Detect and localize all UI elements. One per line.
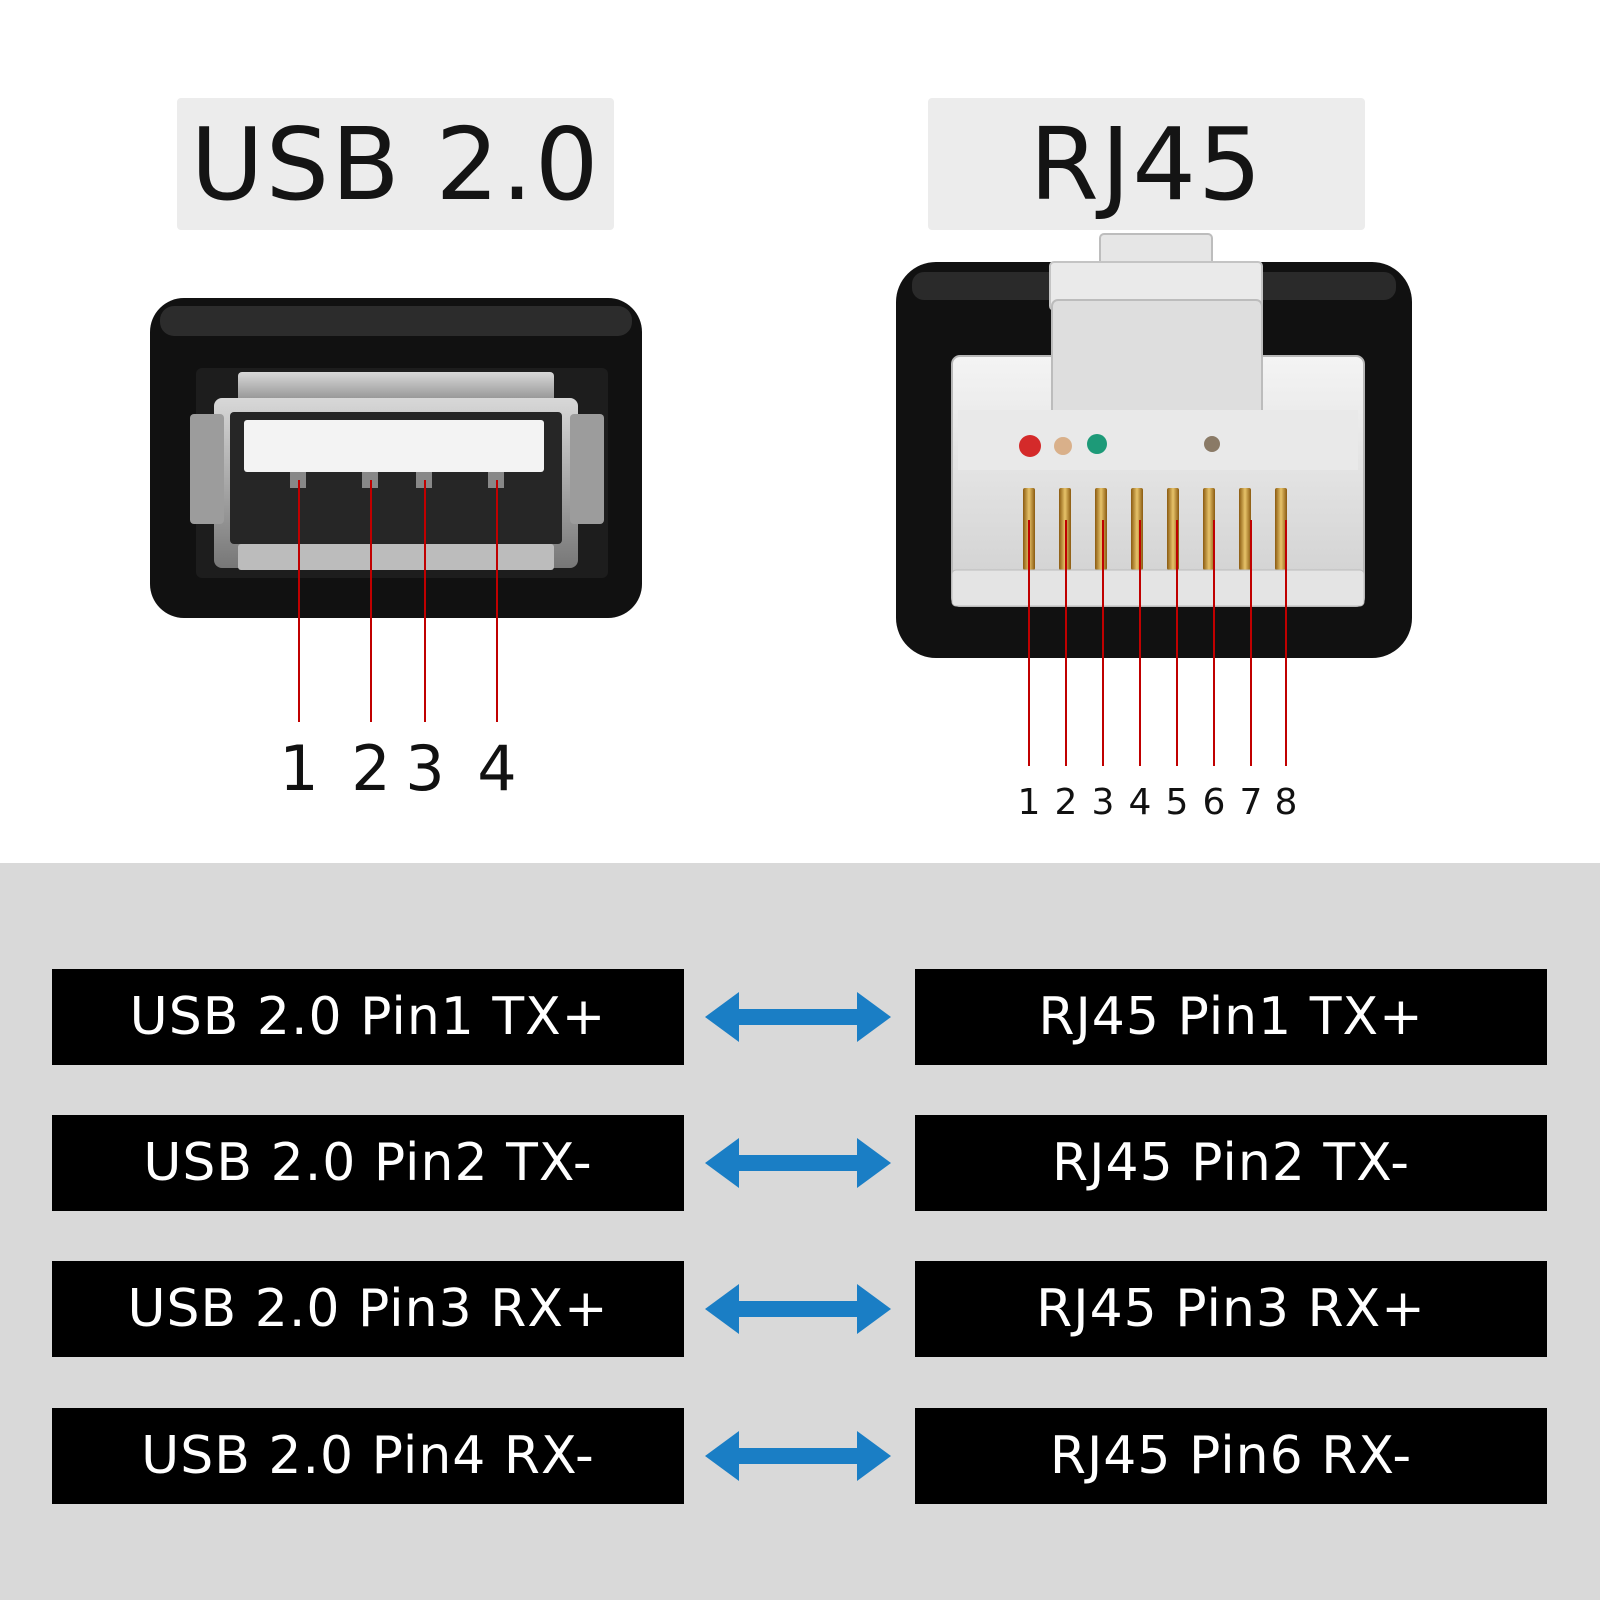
rj45-pin-number: 3 [1091,782,1115,823]
mapping-row: USB 2.0 Pin4 RX- RJ45 Pin6 RX- [0,1408,1600,1504]
usb-pin-label: USB 2.0 Pin3 RX+ [52,1261,684,1357]
pin-mapping-panel: USB 2.0 Pin1 TX+ RJ45 Pin1 TX+ USB 2.0 P… [0,863,1600,1600]
double-arrow-icon [705,1284,891,1334]
rj45-pin-label: RJ45 Pin3 RX+ [915,1261,1547,1357]
usb-port-image [150,298,642,722]
mapping-row: USB 2.0 Pin1 TX+ RJ45 Pin1 TX+ [0,969,1600,1065]
rj45-pin-label: RJ45 Pin2 TX- [915,1115,1547,1211]
usb-pin-number: 1 [279,732,319,805]
mapping-row: USB 2.0 Pin2 TX- RJ45 Pin2 TX- [0,1115,1600,1211]
rj45-leader-lines [1028,520,1287,766]
rj45-pin-number: 8 [1274,782,1298,823]
usb-pin-label: USB 2.0 Pin2 TX- [52,1115,684,1211]
usb-pin-number: 2 [351,732,391,805]
double-arrow-icon [705,1138,891,1188]
mapping-row: USB 2.0 Pin3 RX+ RJ45 Pin3 RX+ [0,1261,1600,1357]
usb-pin-label: USB 2.0 Pin4 RX- [52,1408,684,1504]
double-arrow-icon [705,992,891,1042]
usb-pin-number: 3 [405,732,445,805]
connector-illustration [150,233,1412,766]
usb-title: USB 2.0 [177,98,614,230]
rj45-contacts [1023,488,1287,570]
rj45-pin-label: RJ45 Pin6 RX- [915,1408,1547,1504]
double-arrow-icon [705,1431,891,1481]
rj45-pin-number: 1 [1017,782,1041,823]
rj45-connector-image [896,233,1412,766]
usb-pin-number: 4 [477,732,517,805]
rj45-pin-number: 5 [1165,782,1189,823]
rj45-pin-number: 4 [1128,782,1152,823]
usb-leader-lines [298,480,498,722]
rj45-pin-number: 7 [1239,782,1263,823]
rj45-pin-label: RJ45 Pin1 TX+ [915,969,1547,1065]
usb-pin-label: USB 2.0 Pin1 TX+ [52,969,684,1065]
rj45-pin-number: 6 [1202,782,1226,823]
rj45-title: RJ45 [928,98,1365,230]
rj45-pin-number: 2 [1054,782,1078,823]
